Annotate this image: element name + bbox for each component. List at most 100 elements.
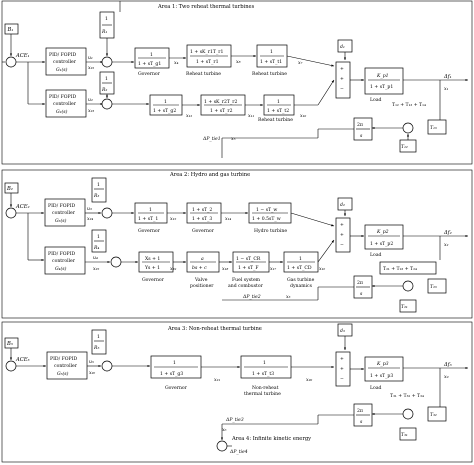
- svg-text:Load: Load: [370, 252, 382, 258]
- svg-text:Δf₂: Δf₂: [443, 230, 452, 236]
- load-block-1: [364, 67, 404, 95]
- svg-text:1: 1: [277, 99, 280, 105]
- tie-coeff-sum-2: [379, 261, 437, 275]
- svg-text:B₃: B₃: [6, 341, 13, 347]
- svg-text:s: s: [360, 420, 363, 425]
- svg-text:2π: 2π: [357, 408, 363, 414]
- svg-text:+: +: [340, 356, 344, 362]
- ace3-sum-junction: [5, 360, 17, 372]
- svg-text:x₈: x₈: [236, 60, 241, 65]
- svg-text:controller: controller: [53, 101, 77, 107]
- svg-text:1: 1: [97, 334, 100, 340]
- svg-text:x₁₈: x₁₈: [222, 267, 228, 272]
- svg-text:PID/ FOPID: PID/ FOPID: [49, 52, 76, 58]
- dp-tie4-label: ΔP_tie4: [229, 449, 248, 455]
- svg-text:Xs + 1: Xs + 1: [145, 256, 160, 262]
- pid-controller-g5: [46, 351, 88, 380]
- svg-text:PID/ FOPID: PID/ FOPID: [48, 203, 75, 209]
- area-1-title: Area 1: Two reheat thermal turbines: [157, 4, 255, 10]
- pid-controller-g2: [45, 89, 87, 118]
- svg-text:dynamics: dynamics: [290, 283, 313, 289]
- svg-text:Valve: Valve: [194, 277, 208, 283]
- svg-text:x₁₄: x₁₄: [225, 217, 231, 222]
- svg-text:R₁: R₁: [101, 29, 107, 35]
- svg-text:bs + c: bs + c: [192, 265, 207, 271]
- svg-text:G₄(s): G₄(s): [55, 265, 67, 272]
- area-2-frame: [1, 169, 473, 319]
- sum-junction-2b: [110, 256, 122, 268]
- svg-text:1 + sT_p1: 1 + sT_p1: [370, 84, 393, 90]
- svg-text:x₂₀: x₂₀: [306, 378, 312, 383]
- svg-text:controller: controller: [54, 363, 78, 369]
- svg-text:x₂₃: x₂₃: [88, 109, 94, 114]
- svg-text:1: 1: [150, 52, 153, 58]
- svg-text:s: s: [360, 134, 363, 139]
- svg-text:ACE₃: ACE₃: [15, 357, 30, 363]
- svg-text:x₂₄: x₂₄: [87, 217, 93, 222]
- pid-controller-g3: [44, 198, 86, 227]
- svg-text:Fuel system: Fuel system: [232, 277, 261, 283]
- svg-text:Hydro turbine: Hydro turbine: [254, 228, 287, 234]
- svg-text:Load: Load: [370, 97, 382, 103]
- svg-text:1: 1: [97, 182, 100, 188]
- svg-text:T₃₁: T₃₁: [401, 432, 408, 438]
- area-4-title: Area 4: Infinite kinetic energy: [231, 436, 311, 442]
- svg-text:+: +: [340, 366, 344, 372]
- droop-block-r5: [91, 329, 107, 355]
- svg-text:G₁(s): G₁(s): [56, 66, 68, 73]
- area-2: B₂ ACE₂ PID/ FOPID controller G₃(s) u₃ x…: [4, 177, 469, 313]
- svg-text:u₄: u₄: [93, 256, 98, 261]
- svg-text:d₃: d₃: [340, 328, 345, 334]
- svg-text:a: a: [201, 257, 204, 262]
- dp-tie1-label: ΔP_tie1: [202, 136, 221, 142]
- svg-text:T₁₂ + T₁₃ + T₁₄: T₁₂ + T₁₃ + T₁₄: [392, 102, 426, 108]
- svg-text:+: +: [340, 66, 344, 72]
- ace1-label: ACE₁: [15, 53, 30, 59]
- svg-text:u₁: u₁: [88, 56, 93, 61]
- svg-text:1 + sT_g3: 1 + sT_g3: [160, 371, 183, 377]
- svg-text:PID/ FOPID: PID/ FOPID: [50, 356, 77, 362]
- svg-text:G₂(s): G₂(s): [56, 108, 68, 115]
- svg-text:Reheat turbine: Reheat turbine: [186, 71, 221, 77]
- tie-coeff-t13: [427, 119, 447, 135]
- svg-text:K_p2: K_p2: [376, 229, 389, 235]
- svg-text:+: +: [340, 76, 344, 82]
- svg-text:controller: controller: [52, 258, 76, 264]
- svg-text:1 + sT_p3: 1 + sT_p3: [370, 373, 393, 379]
- droop-block-r3: [91, 177, 107, 203]
- svg-text:−: −: [340, 87, 344, 92]
- svg-text:x₄: x₄: [174, 61, 179, 66]
- svg-text:x₂₁: x₂₁: [214, 378, 220, 383]
- area-3: B₃ ACE₃ PID/ FOPID controller G₅(s) u₅ x…: [4, 323, 469, 441]
- svg-text:1 + sT_F: 1 + sT_F: [238, 265, 259, 271]
- svg-text:x₇: x₇: [298, 61, 303, 66]
- svg-text:Governor: Governor: [142, 277, 165, 283]
- svg-text:B₂: B₂: [6, 186, 13, 192]
- svg-text:Reheat turbine: Reheat turbine: [258, 117, 293, 123]
- svg-text:1: 1: [173, 360, 176, 366]
- svg-text:x₁₁: x₁₁: [248, 114, 254, 119]
- svg-text:u₃: u₃: [87, 207, 92, 212]
- svg-text:1 + sT_g1: 1 + sT_g1: [138, 61, 161, 67]
- svg-text:thermal turbine: thermal turbine: [244, 391, 281, 397]
- delta-f1-output: Δf₁: [443, 74, 452, 80]
- tie-coeff-t23: [427, 278, 447, 294]
- svg-text:x₉: x₉: [444, 375, 449, 380]
- sum-junction-1b: [101, 98, 113, 110]
- svg-text:1: 1: [105, 16, 108, 22]
- svg-text:1 − sT_w: 1 − sT_w: [256, 207, 277, 213]
- svg-text:T₃₁ + T₃₂ + T₃₄: T₃₁ + T₃₂ + T₃₄: [390, 393, 424, 399]
- pid-controller-g4: [44, 246, 86, 275]
- bias-block-b3: [4, 337, 19, 349]
- svg-text:1 + sT_t3: 1 + sT_t3: [252, 371, 274, 377]
- area-1: B₁ ACE₁ PID/ FOPID controller G₁(s) u₁ x…: [2, 1, 469, 158]
- sum-junction-3: [101, 360, 113, 372]
- load-block-3: [364, 356, 404, 382]
- svg-text:controller: controller: [52, 210, 76, 216]
- svg-text:d₁: d₁: [340, 44, 345, 50]
- svg-text:T₃₂: T₃₂: [430, 412, 437, 418]
- sum-junction-2a: [101, 207, 113, 219]
- svg-text:x₁₅: x₁₅: [170, 217, 176, 222]
- svg-text:d₂: d₂: [340, 202, 345, 208]
